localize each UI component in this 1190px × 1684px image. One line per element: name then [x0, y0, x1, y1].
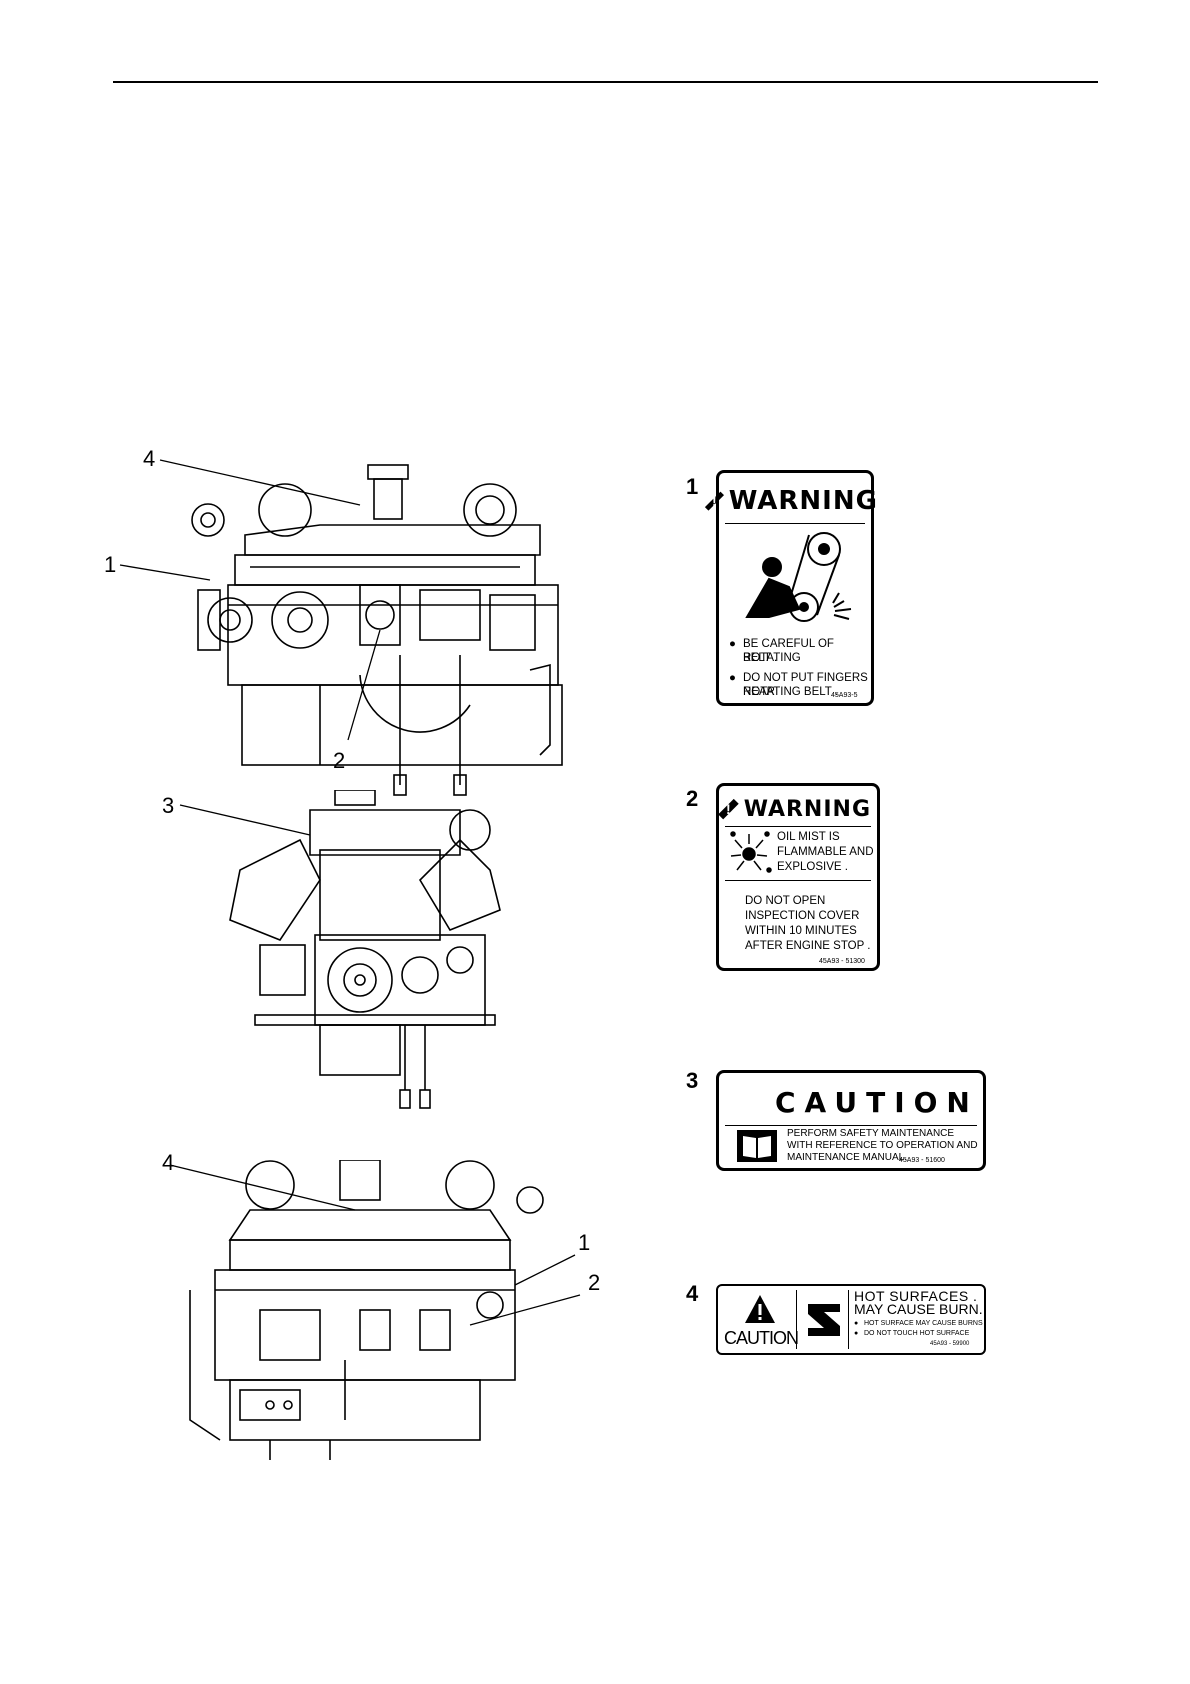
label-3-text-1: PERFORM SAFETY MAINTENANCE	[787, 1128, 955, 1139]
side-view-callout-1: 1	[578, 1230, 591, 1255]
label-4-number: 4	[686, 1281, 699, 1306]
side-view-callout-2: 2	[588, 1270, 601, 1295]
label-2-heading: WARNING	[743, 796, 871, 822]
label-4-text-2: MAY CAUSE BURN.	[854, 1301, 983, 1317]
label-4-bullet-2-icon: ●	[854, 1330, 859, 1337]
label-3-text-2: WITH REFERENCE TO OPERATION AND	[787, 1140, 978, 1151]
front-view-callout-1: 1	[104, 552, 117, 577]
label-2-warning-decal: ! WARNING OIL MIST IS FLAMMABLE AND EXPL…	[716, 783, 880, 971]
warning-triangle-icon	[745, 1295, 775, 1323]
exclamation-diamond-icon: !	[704, 491, 724, 511]
label-1-text-1b: BELT .	[743, 652, 778, 664]
label-4-text-4: DO NOT TOUCH HOT SURFACE	[864, 1330, 970, 1337]
label-1-part-number: 45A93-5	[831, 692, 858, 699]
label-1-number: 1	[686, 474, 699, 499]
label-2-text-2: FLAMMABLE AND	[777, 846, 874, 858]
exclamation-diamond-icon: !	[718, 798, 739, 820]
label-1-warning-decal: ! WARNING ● BE CAREFUL OF ROTATING BELT …	[704, 470, 877, 706]
engine-front-view-drawing	[119, 459, 563, 796]
label-2-header: ! WARNING	[718, 792, 871, 827]
label-1-text-2a: DO NOT PUT FINGERS NEAR	[743, 672, 868, 698]
label-1-heading: WARNING	[728, 486, 878, 516]
front-view-callout-4: 4	[143, 446, 156, 471]
label-4-divider	[848, 1290, 849, 1349]
manual-book-icon	[737, 1130, 777, 1162]
label-2-text-7: AFTER ENGINE STOP .	[745, 940, 871, 952]
engine-rear-view-drawing	[179, 790, 501, 1109]
label-2-part-number: 45A93 - 51300	[819, 958, 865, 965]
label-4-text-1: HOT SURFACES .	[854, 1288, 978, 1304]
hot-surface-hand-icon	[808, 1304, 840, 1336]
label-1-bullet-2-icon: ●	[729, 672, 736, 684]
label-1-text-2b: ROTATING BELT .	[743, 686, 838, 698]
rear-view-callout-3: 3	[162, 793, 175, 818]
label-1-header: ! WARNING	[704, 479, 877, 524]
label-2-text-1: OIL MIST IS	[777, 831, 840, 843]
label-4-part-number: 45A93 - 59900	[930, 1341, 970, 1347]
label-2-text-6: WITHIN 10 MINUTES	[745, 925, 857, 937]
label-3-part-number: 45A93 - 51600	[899, 1157, 945, 1164]
label-4-caution-panel: CAUTION	[722, 1290, 799, 1349]
label-2-number: 2	[686, 786, 699, 811]
label-2-divider	[725, 880, 871, 881]
engine-right-side-view-drawing	[169, 1160, 581, 1460]
label-3-number: 3	[686, 1068, 699, 1093]
label-3-heading: CAUTION	[775, 1085, 979, 1119]
explosion-icon	[730, 831, 772, 873]
header-rule	[113, 81, 1098, 83]
rotating-belt-hand-icon	[745, 532, 852, 622]
label-1-bullet-1-icon: ●	[729, 638, 736, 650]
label-4-bullet-1-icon: ●	[854, 1320, 859, 1327]
side-view-callout-4: 4	[162, 1150, 175, 1175]
label-2-text-5: INSPECTION COVER	[745, 910, 860, 922]
label-2-text-3: EXPLOSIVE .	[777, 861, 848, 873]
label-4-text-3: HOT SURFACE MAY CAUSE BURNS	[864, 1320, 983, 1327]
label-2-text-4: DO NOT OPEN	[745, 895, 826, 907]
label-3-header: CAUTION	[725, 1079, 977, 1126]
label-1-text-1a: BE CAREFUL OF ROTATING	[743, 638, 834, 664]
label-3-caution-decal: CAUTION PERFORM SAFETY MAINTENANCE WITH …	[716, 1070, 986, 1171]
label-3-text-3: MAINTENANCE MANUAL.	[787, 1152, 908, 1163]
label-4-caution-decal: CAUTION HOT SURFACES . MAY CAUSE BURN. ●…	[716, 1284, 986, 1355]
front-view-callout-2: 2	[333, 748, 346, 773]
label-4-heading: CAUTION	[724, 1328, 799, 1348]
